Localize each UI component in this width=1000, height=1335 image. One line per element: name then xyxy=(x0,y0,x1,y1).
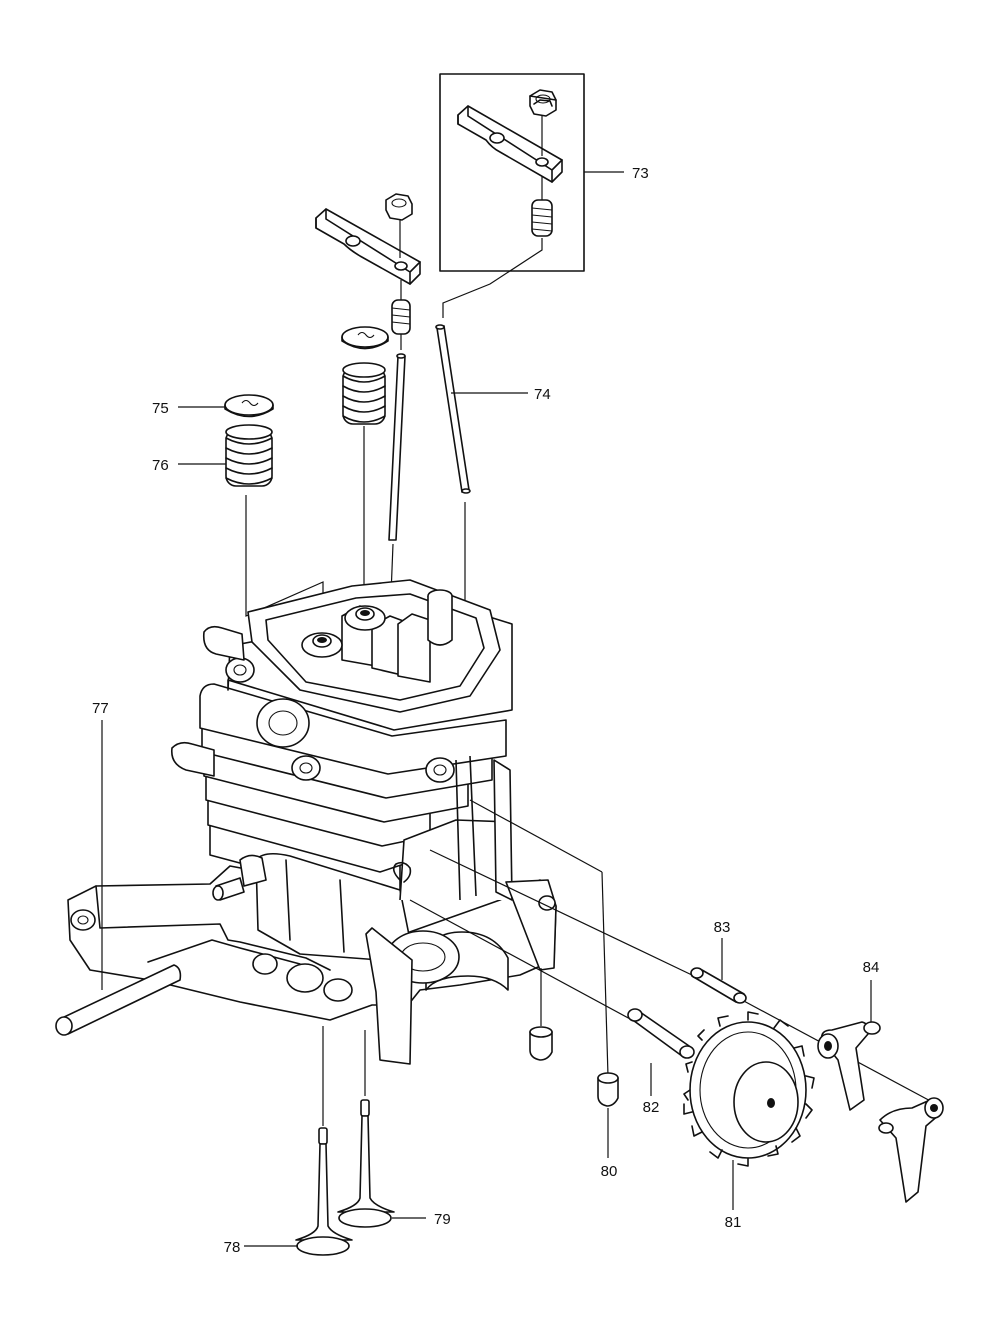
pin-77 xyxy=(55,720,182,1036)
crankcase xyxy=(67,755,557,1065)
callout-83: 83 xyxy=(714,919,731,936)
valve-78 xyxy=(244,1127,353,1256)
valve-springs xyxy=(178,362,386,662)
callout-76: 76 xyxy=(152,457,169,474)
rocker-arm xyxy=(315,193,421,350)
valve-retainers xyxy=(178,326,389,418)
callout-73: 73 xyxy=(632,165,649,182)
tappets xyxy=(529,1026,619,1158)
callout-82: 82 xyxy=(643,1099,660,1116)
callout-78: 78 xyxy=(224,1239,241,1256)
callout-80: 80 xyxy=(601,1163,618,1180)
callout-75: 75 xyxy=(152,400,169,417)
callout-79: 79 xyxy=(434,1211,451,1228)
rocker-arm-assembly-inset xyxy=(439,73,585,318)
pin-82 xyxy=(627,1008,695,1096)
cam-follower-84 xyxy=(817,980,944,1203)
callout-84: 84 xyxy=(863,959,880,976)
pushrods xyxy=(388,324,528,621)
callout-77: 77 xyxy=(92,700,109,717)
cam-gear-81 xyxy=(683,1011,815,1210)
callout-81: 81 xyxy=(725,1214,742,1231)
callout-74: 74 xyxy=(534,386,551,403)
pin-83 xyxy=(690,938,747,1004)
valve-79 xyxy=(337,1099,426,1228)
cylinder-assembly xyxy=(170,579,513,903)
